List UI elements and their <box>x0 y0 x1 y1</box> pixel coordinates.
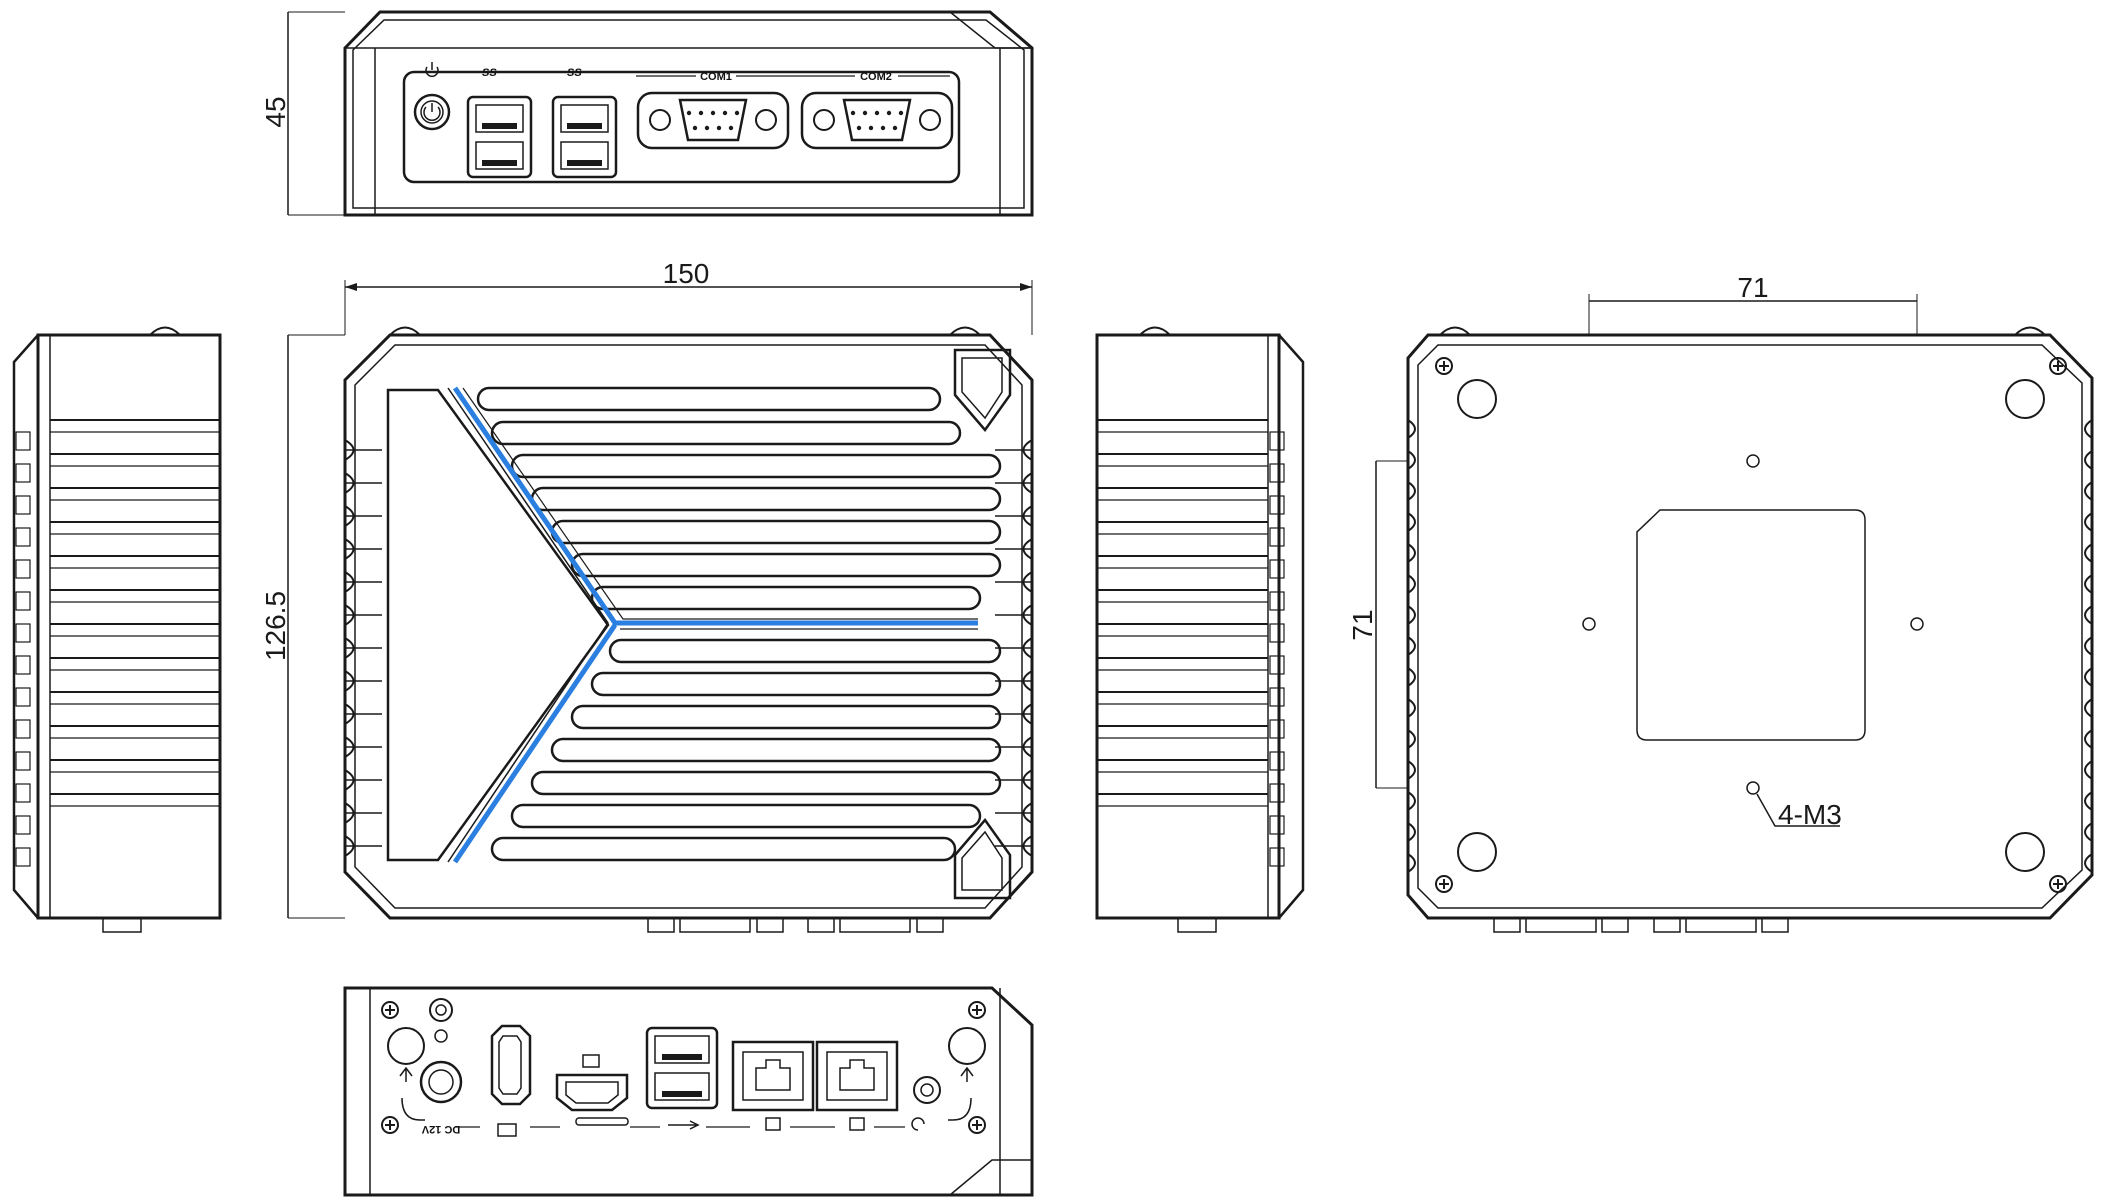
power-icon <box>425 62 439 77</box>
dc-power-jack[interactable] <box>419 1060 463 1104</box>
com2-label: COM2 <box>860 71 892 83</box>
right-side-view <box>1095 326 1305 933</box>
y-panel <box>386 388 610 862</box>
reset-button[interactable] <box>429 998 453 1022</box>
depth-dimension-label: 126.5 <box>260 591 291 661</box>
display-icon-1 <box>497 1123 517 1137</box>
front-view: 45 SS <box>260 10 1035 217</box>
mount-screw-label: 4-M3 <box>1778 799 1842 830</box>
thermal-pad-area <box>1636 509 1866 741</box>
com1-label: COM1 <box>700 71 732 83</box>
headset-icon <box>911 1117 925 1131</box>
lan-port-2[interactable] <box>815 1040 899 1112</box>
power-button[interactable] <box>413 93 451 131</box>
height-dimension-label: 45 <box>260 96 291 127</box>
com2-port[interactable] <box>800 91 954 150</box>
hdmi-label-bar <box>575 1117 629 1126</box>
corner-accent-top-right <box>953 348 1012 433</box>
antenna-icon-left <box>399 1066 413 1082</box>
side-notches <box>344 439 1033 857</box>
network-icon-1 <box>765 1117 781 1131</box>
com-pins <box>686 110 904 131</box>
antenna-icon-right <box>960 1066 974 1082</box>
network-icon-2 <box>849 1117 865 1131</box>
hdmi-port-horizontal[interactable] <box>555 1073 629 1112</box>
mount-holes <box>1582 454 1924 795</box>
mount-spacing-h-label: 71 <box>1737 272 1768 303</box>
bottom-view: 71 71 <box>1347 272 2094 933</box>
antenna-hole-left <box>387 1027 425 1065</box>
rear-usb-stack[interactable] <box>645 1026 719 1110</box>
rubber-feet <box>1457 379 2045 872</box>
rear-view: DC 12V <box>343 986 1034 1197</box>
lan-port-1[interactable] <box>731 1040 815 1112</box>
usb-label-2: SS <box>567 67 582 79</box>
usb-port-stack-1[interactable] <box>466 95 533 179</box>
hdmi-port-vertical[interactable] <box>490 1024 532 1106</box>
bottom-chassis <box>1406 333 2094 920</box>
corner-screws <box>1435 357 2067 893</box>
display-icon-2 <box>582 1054 600 1068</box>
usb-icon-rear <box>668 1120 700 1130</box>
led-icon <box>434 1029 448 1043</box>
rear-connector-stubs <box>647 917 944 933</box>
dc-label: DC 12V <box>421 1123 460 1135</box>
usb-label-1: SS <box>482 67 497 79</box>
usb-port-stack-2[interactable] <box>551 95 618 179</box>
audio-jack[interactable] <box>913 1076 941 1104</box>
mount-spacing-v-label: 71 <box>1347 609 1378 640</box>
com1-port[interactable] <box>636 91 790 150</box>
antenna-hole-right <box>948 1027 986 1065</box>
rear-screws <box>381 1001 986 1134</box>
front-io-panel <box>402 70 961 184</box>
left-side-view <box>12 326 222 933</box>
blue-light-strip <box>447 386 978 864</box>
top-view: 150 126.5 <box>260 258 1034 933</box>
corner-accent-bottom-right <box>953 817 1012 900</box>
width-dimension-label: 150 <box>663 258 710 289</box>
